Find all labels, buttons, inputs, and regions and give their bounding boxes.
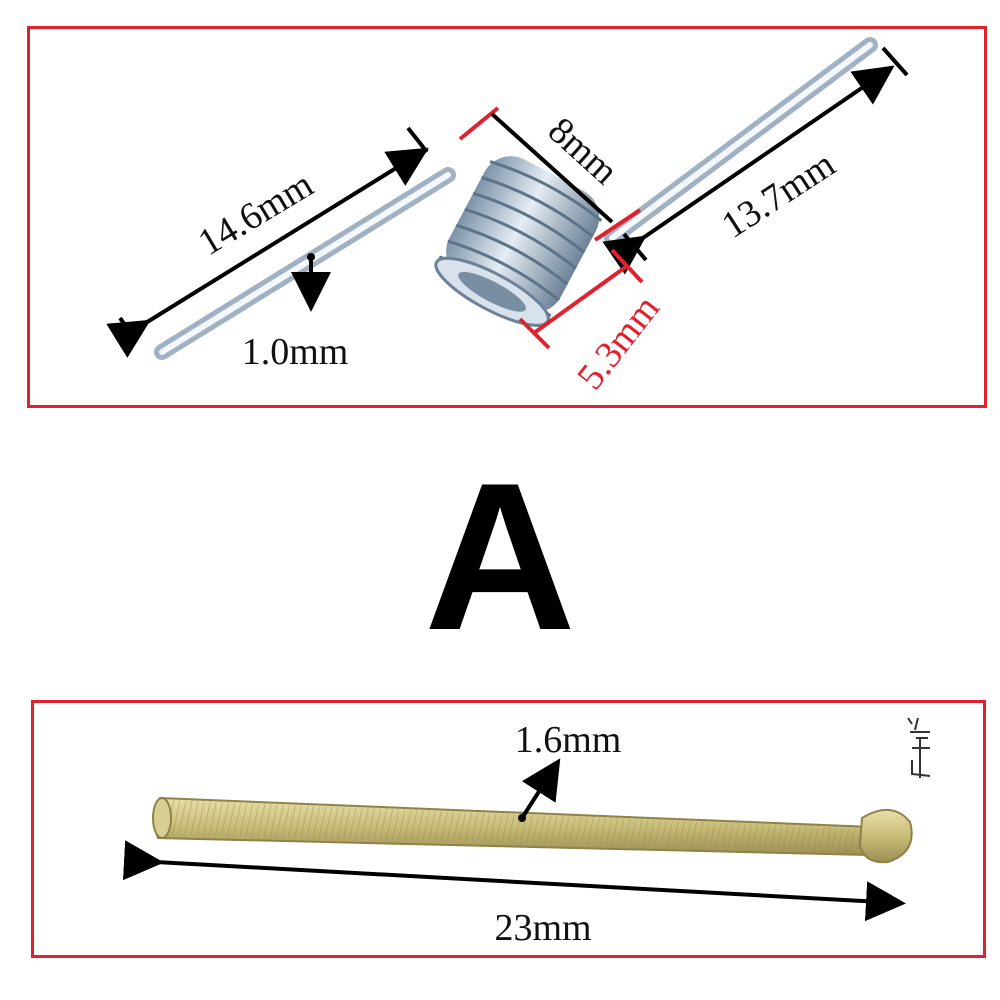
dimension-leg-right [602, 46, 909, 275]
variant-letter: A [424, 439, 576, 674]
pin-diameter-label: 1.6mm [515, 719, 622, 761]
pin-length-label: 23mm [494, 907, 591, 949]
coil-diameter-label: 5.3mm [569, 288, 668, 398]
dimension-pin-diameter [518, 758, 561, 822]
pin [152, 796, 913, 864]
dimension-pin-length [122, 840, 906, 922]
pin-head [858, 809, 913, 864]
leg-right-length-label: 13.7mm [714, 143, 842, 247]
logo-mark [907, 717, 931, 778]
dimension-coil-diameter [518, 248, 644, 350]
dimension-wire-diameter [291, 253, 331, 312]
dimension-leg-left [106, 126, 429, 358]
leg-left-length-label: 14.6mm [191, 163, 320, 264]
wire-diameter-label: 1.0mm [242, 331, 349, 373]
